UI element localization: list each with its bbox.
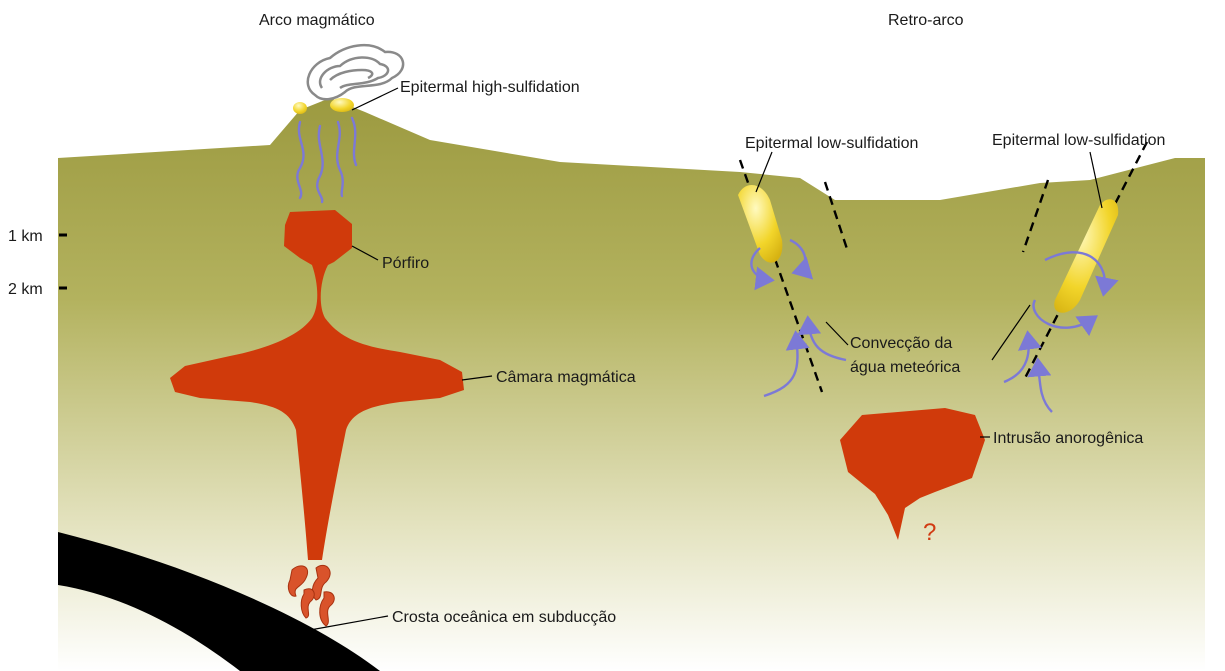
label-crosta: Crosta oceânica em subducção <box>392 609 616 626</box>
label-low-sulfidation-left: Epitermal low-sulfidation <box>745 135 918 152</box>
label-high-sulfidation: Epitermal high-sulfidation <box>400 79 580 96</box>
high-sulfidation-ore-right <box>330 98 354 112</box>
label-low-sulfidation-right: Epitermal low-sulfidation <box>992 132 1165 149</box>
label-porfiro: Pórfiro <box>382 255 429 272</box>
depth-label-1km: 1 km <box>8 228 43 245</box>
leader-high-sulfidation <box>352 88 398 110</box>
arc-title: Arco magmático <box>259 12 375 29</box>
label-intrusao: Intrusão anorogênica <box>993 430 1143 447</box>
backarc-title: Retro-arco <box>888 12 964 29</box>
high-sulfidation-ore-left <box>293 102 307 114</box>
label-question: ? <box>923 519 936 546</box>
volcanic-vapor-icon <box>308 45 403 99</box>
label-conveccao-line1: Convecção da <box>850 335 952 352</box>
label-conveccao-line2: água meteórica <box>850 359 960 376</box>
depth-label-2km: 2 km <box>8 281 43 298</box>
label-camara: Câmara magmática <box>496 369 636 386</box>
